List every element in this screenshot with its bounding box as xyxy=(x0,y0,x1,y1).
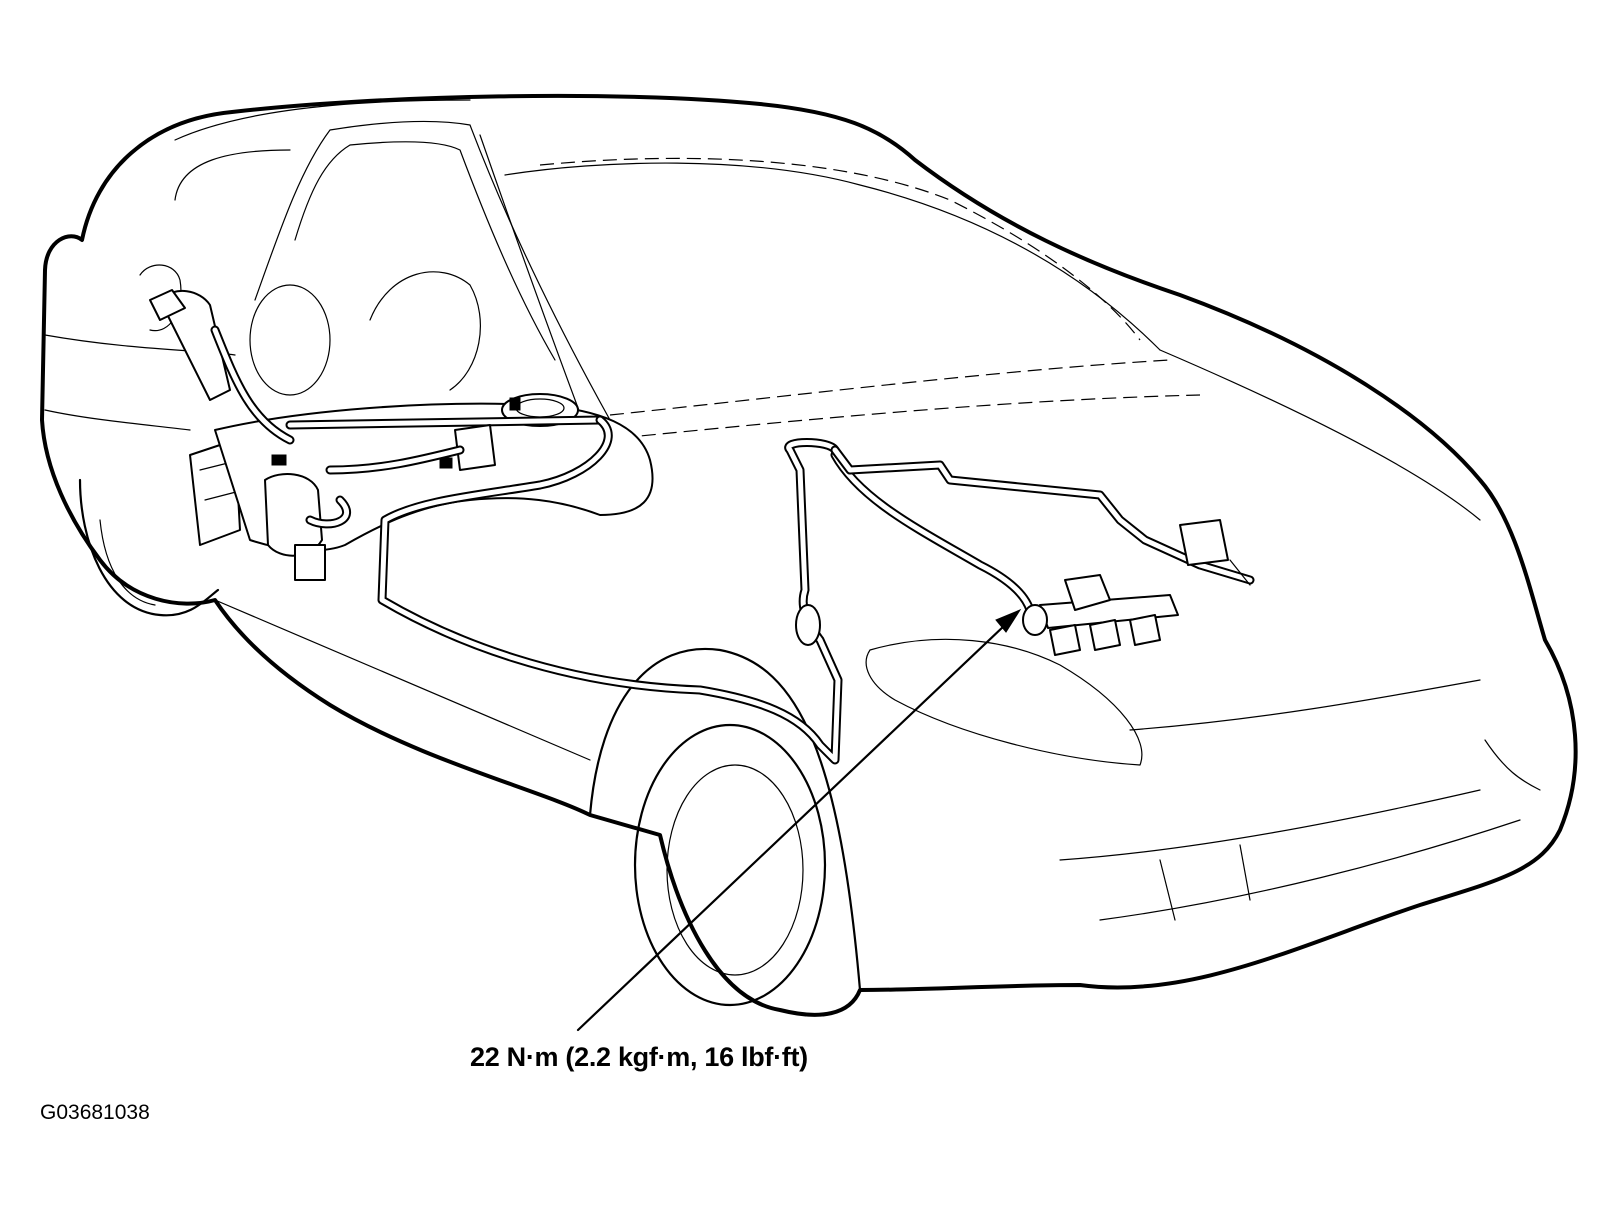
headlight xyxy=(865,638,1143,766)
rail-fitting xyxy=(1022,604,1048,636)
front-wheel xyxy=(633,723,827,1007)
fuel-pulsation-damper xyxy=(1179,519,1229,566)
injector-2 xyxy=(1089,619,1121,651)
rear-seat-shape xyxy=(249,284,331,396)
fuel-filter xyxy=(294,544,326,581)
fuel-rail-assembly xyxy=(1022,519,1251,656)
inline-fuel-filter xyxy=(795,604,821,646)
car-body xyxy=(40,93,1578,1017)
leader-line xyxy=(576,623,1007,1032)
windshield-edge xyxy=(504,162,1161,351)
front-wheel-arch xyxy=(588,647,862,992)
clamp-2 xyxy=(439,457,453,469)
pressure-regulator xyxy=(1064,574,1111,611)
rocker-line xyxy=(214,599,591,761)
lower-bumper xyxy=(1099,819,1521,921)
fog-light xyxy=(1159,844,1251,921)
fuel-tank-assembly xyxy=(149,289,654,581)
torque-spec-callout: 22 N·m (2.2 kgf·m, 16 lbf·ft) xyxy=(470,1042,808,1072)
rear-light xyxy=(139,264,182,332)
rear-wheel-arch xyxy=(78,478,220,617)
door-pillar xyxy=(254,120,611,421)
car-body-outline xyxy=(40,93,1578,1017)
roof-line xyxy=(174,99,471,141)
bumper-line xyxy=(1059,789,1481,861)
injector-3 xyxy=(1129,614,1161,646)
figure-id: G03681038 xyxy=(40,1101,150,1124)
side-window xyxy=(294,141,556,361)
cowl-dash xyxy=(599,394,1201,441)
rear-window xyxy=(174,149,291,201)
front-wheel-rim xyxy=(666,764,804,976)
front-edge xyxy=(1484,739,1541,791)
leader-arrow-icon xyxy=(576,608,1022,1032)
fuel-hose-to-rail xyxy=(830,450,1035,615)
rear-bumper-line xyxy=(44,409,191,431)
pump-module xyxy=(264,473,323,557)
clamp-3 xyxy=(509,397,521,411)
hood-dash xyxy=(609,359,1171,416)
fuel-tank xyxy=(214,402,654,552)
grille-line xyxy=(1129,679,1481,731)
clamp-1 xyxy=(271,454,287,466)
windshield-dash xyxy=(539,157,1141,341)
rear-wheel xyxy=(99,519,156,606)
injector-1 xyxy=(1049,624,1081,656)
fuel-lines xyxy=(377,415,1255,765)
pump-valve xyxy=(454,424,496,471)
front-seat-shape xyxy=(369,271,481,391)
filler-cap xyxy=(149,289,186,321)
hood-line xyxy=(1159,349,1481,521)
leader-arrowhead xyxy=(995,608,1022,633)
